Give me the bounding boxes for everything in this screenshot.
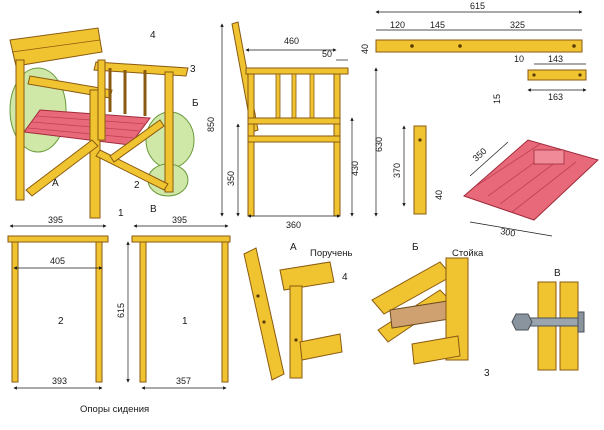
detail-b-post: Б Стойка 3 — [371, 242, 490, 379]
dim-link-b: 143 — [548, 54, 563, 64]
dim-fabric-length: 350 — [471, 146, 489, 163]
label-4: 4 — [150, 30, 156, 41]
dim-side-inner-height: 630 — [374, 137, 384, 152]
leg-label-1: 1 — [182, 316, 188, 327]
label-3: 3 — [190, 64, 196, 75]
post-caption: Стойка — [452, 248, 484, 259]
armrest-caption: Поручень — [310, 248, 353, 259]
watermark: Blagievesti.ru — [428, 384, 551, 406]
label-b: Б — [192, 98, 199, 109]
chair-perspective: 4 3 Б А 2 В 1 — [9, 27, 199, 219]
dim-side-offset: 50 — [322, 49, 332, 59]
dim-armrest-c: 325 — [510, 20, 525, 30]
seat-supports-caption: Опоры сидения — [80, 404, 149, 415]
label-2: 2 — [134, 180, 140, 191]
dim-side-seat-height: 430 — [350, 161, 360, 176]
detail-v-letter: В — [554, 268, 561, 279]
dim-side-top-width: 460 — [284, 36, 299, 46]
dim-post-height: 370 — [392, 163, 402, 178]
label-a: А — [52, 178, 59, 189]
dim-armrest-thick: 40 — [360, 44, 370, 54]
detail-a-letter: А — [290, 242, 297, 253]
dim-link-thick: 15 — [492, 94, 502, 104]
dim-leg2-bottom: 393 — [52, 376, 67, 386]
post-part: 370 40 — [392, 125, 444, 215]
fabric-seat: 350 300 — [463, 139, 599, 239]
dim-armrest-a: 120 — [390, 20, 405, 30]
dim-link-total: 163 — [548, 92, 563, 102]
label-v: В — [150, 204, 157, 215]
detail-v-bolt: В — [511, 268, 585, 371]
dim-fabric-width: 300 — [500, 226, 517, 238]
dim-leg-height: 615 — [116, 303, 126, 318]
dim-link-a: 10 — [514, 54, 524, 64]
dim-side-bottom-width: 360 — [286, 220, 301, 230]
detail-a-label-4: 4 — [342, 272, 348, 283]
side-elevation: 460 50 850 350 430 630 360 — [206, 21, 384, 230]
dim-leg1-top: 395 — [172, 215, 187, 225]
dim-side-low-height: 350 — [226, 171, 236, 186]
label-1: 1 — [118, 208, 124, 219]
leg-label-2: 2 — [58, 316, 64, 327]
detail-b-label-3: 3 — [484, 368, 490, 379]
armrest-part: 615 120 145 325 40 — [360, 1, 583, 54]
dim-leg1-bottom: 357 — [176, 376, 191, 386]
link-bar: 10 143 163 15 — [492, 54, 587, 104]
detail-b-letter: Б — [412, 242, 419, 253]
dim-post-bottom: 40 — [434, 190, 444, 200]
detail-a-armrest: А Поручень 4 — [243, 242, 353, 381]
dim-armrest-total: 615 — [470, 1, 485, 11]
dim-armrest-b: 145 — [430, 20, 445, 30]
seat-supports: 395 405 393 2 395 357 1 615 Опоры сидени… — [7, 215, 231, 415]
dim-leg2-top: 395 — [48, 215, 63, 225]
dim-side-height: 850 — [206, 117, 216, 132]
dim-leg2-mid: 405 — [50, 256, 65, 266]
